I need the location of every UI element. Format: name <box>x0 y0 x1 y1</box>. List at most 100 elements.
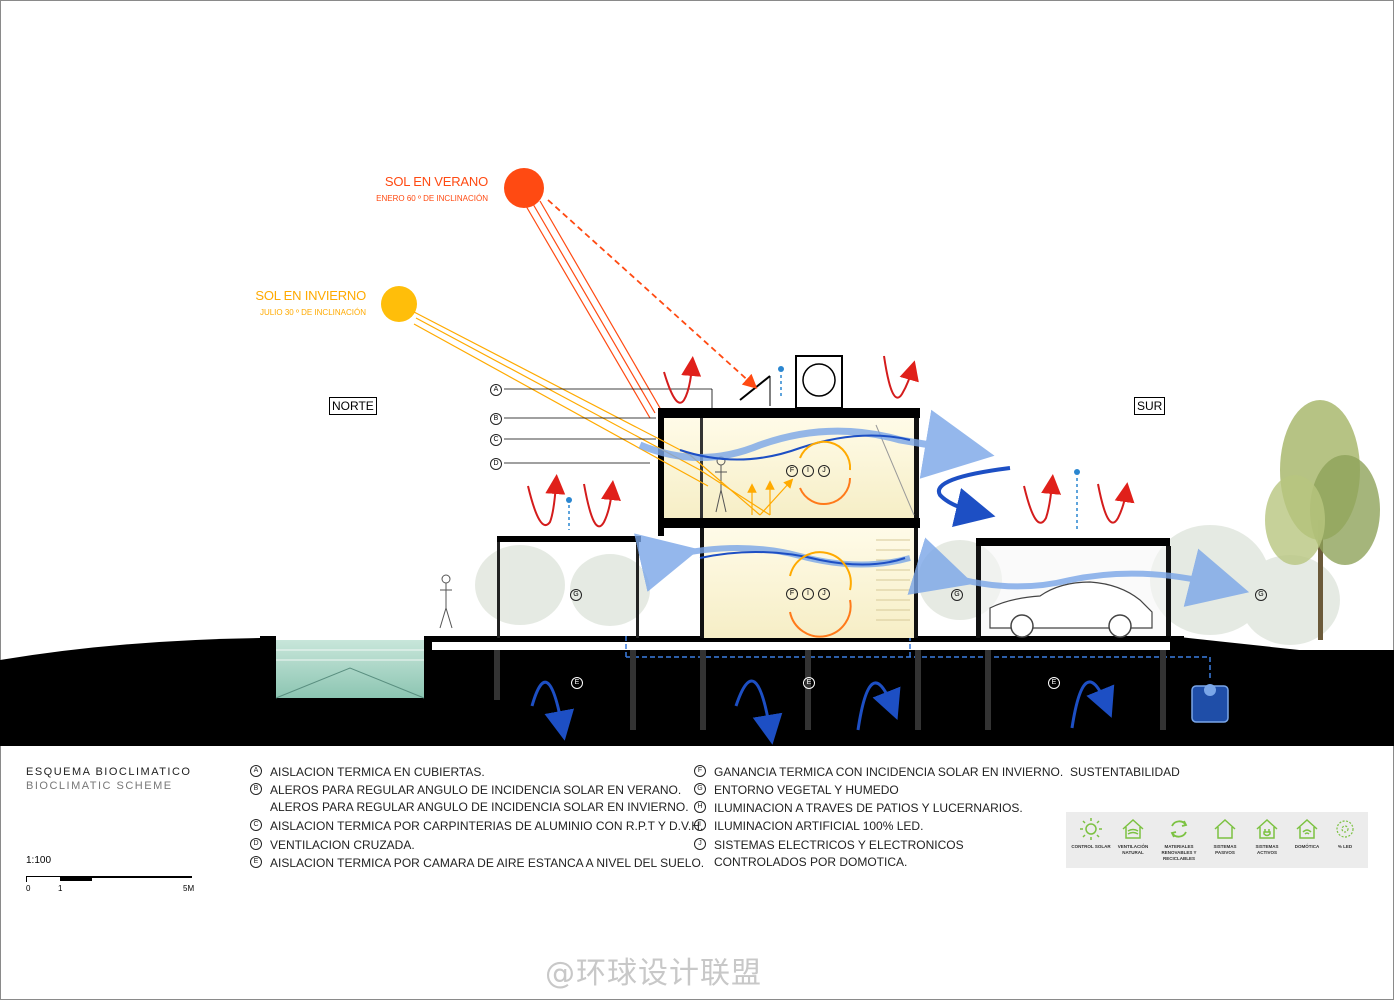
legend-item-h: H ILUMINACION A TRAVES DE PATIOS Y LUCER… <box>694 800 1023 817</box>
summer-sun-label: SOL EN VERANO ENERO 60 º DE INCLINACIÓN <box>360 174 488 203</box>
main-house-upper <box>658 355 920 536</box>
callout-leaders <box>504 388 713 464</box>
legend-letter: C <box>250 819 262 831</box>
sustainability-item: DOMÓTICA <box>1286 812 1328 850</box>
legend-letter: E <box>250 856 262 868</box>
legend-item-c: C AISLACION TERMICA POR CARPINTERIAS DE … <box>250 818 703 835</box>
winter-sun-title: SOL EN INVIERNO <box>255 288 366 303</box>
legend-item-b: B ALEROS PARA REGULAR ANGULO DE INCIDENC… <box>250 782 689 816</box>
legend-letter: J <box>694 838 706 850</box>
tree-right <box>1265 400 1380 640</box>
winter-sun-subtitle: JULIO 30 º DE INCLINACIÓN <box>259 308 366 317</box>
heat-arrows <box>527 355 1135 528</box>
callout-d: D <box>490 458 502 470</box>
callout-f-lower: F <box>786 588 798 600</box>
sustainability-title: SUSTENTABILIDAD <box>1070 765 1180 779</box>
summer-sun <box>504 168 544 208</box>
legend-letter: A <box>250 765 262 777</box>
sustainability-item: MATERIALES RENOVABLES Y RECICLABLES <box>1158 812 1200 862</box>
callout-g-center: G <box>951 589 963 601</box>
legend-item-f: F GANANCIA TERMICA CON INCIDENCIA SOLAR … <box>694 764 1063 781</box>
bioclimatic-section-drawing <box>0 168 1394 746</box>
sustainability-panel: CONTROL SOLAR VENTILACIÓN NATURAL MATERI… <box>1066 812 1368 868</box>
legend-item-e: E AISLACION TERMICA POR CAMARA DE AIRE E… <box>250 855 704 872</box>
sun-icon <box>1080 818 1102 840</box>
legend-subtitle: BIOCLIMATIC SCHEME <box>26 780 173 792</box>
legend-text: ALEROS PARA REGULAR ANGULO DE INCIDENCIA… <box>270 783 682 797</box>
callout-f-upper: F <box>786 465 798 477</box>
ground-mass <box>0 638 260 746</box>
led-icon <box>1336 820 1354 838</box>
house-wind-icon <box>1122 818 1144 839</box>
south-label: SUR <box>1134 397 1166 415</box>
summer-sun-rays <box>525 199 758 419</box>
scale-tick-0: 0 <box>26 884 31 893</box>
legend-text: AISLACION TERMICA POR CAMARA DE AIRE EST… <box>270 856 705 870</box>
foundation-piles <box>494 650 1166 730</box>
callout-e-2: E <box>803 677 815 689</box>
sustainability-item: SISTEMAS PASIVOS <box>1204 812 1246 856</box>
legend-letter: G <box>694 783 706 795</box>
legend-text: CONTROLADOS POR DOMOTICA. <box>714 855 908 869</box>
legend-text: GANANCIA TERMICA CON INCIDENCIA SOLAR EN… <box>714 765 1064 779</box>
legend-text: AISLACION TERMICA POR CARPINTERIAS DE AL… <box>270 819 704 833</box>
legend-letter: H <box>694 801 706 813</box>
scale-label: 1:100 <box>26 855 52 866</box>
legend-text: ENTORNO VEGETAL Y HUMEDO <box>714 783 899 797</box>
sustainability-item: SISTEMAS ACTIVOS <box>1246 812 1288 856</box>
sustainability-label: DOMÓTICA <box>1294 844 1320 849</box>
callout-i-upper: I <box>802 465 814 477</box>
legend-text: AISLACION TERMICA EN CUBIERTAS. <box>270 765 485 779</box>
winter-sun <box>381 286 417 322</box>
callout-j-lower: J <box>818 588 830 600</box>
recycle-icon <box>1170 820 1188 838</box>
house-wifi-icon <box>1296 818 1318 839</box>
main-house-lower <box>658 518 920 638</box>
house-plug-icon <box>1256 818 1278 839</box>
callout-c: C <box>490 434 502 446</box>
legend-letter: B <box>250 783 262 795</box>
callout-j-upper: J <box>818 465 830 477</box>
thermal-circulation <box>789 440 852 638</box>
legend-text: SISTEMAS ELECTRICOS Y ELECTRONICOS <box>714 838 964 852</box>
legend-title: ESQUEMA BIOCLIMATICO <box>26 766 192 778</box>
legend-letter: F <box>694 765 706 777</box>
house-icon <box>1214 818 1236 839</box>
legend-letter: I <box>694 819 706 831</box>
callout-g-left: G <box>570 589 582 601</box>
sustainability-label: SISTEMAS PASIVOS <box>1213 844 1237 855</box>
summer-sun-subtitle: ENERO 60 º DE INCLINACIÓN <box>376 194 488 203</box>
callout-g-right: G <box>1255 589 1267 601</box>
legend-text: VENTILACION CRUZADA. <box>270 838 415 852</box>
sustainability-label: VENTILACIÓN NATURAL <box>1117 844 1149 855</box>
legend-text: ILUMINACION ARTIFICIAL 100% LED. <box>714 819 924 833</box>
callout-e-3: E <box>1048 677 1060 689</box>
watermark: @环球设计联盟 <box>545 956 762 991</box>
legend-item-g: G ENTORNO VEGETAL Y HUMEDO <box>694 782 899 799</box>
winter-sun-rays <box>413 311 794 516</box>
callout-a: A <box>490 384 502 396</box>
legend-text: ALEROS PARA REGULAR ANGULO DE INCIDENCIA… <box>270 800 689 814</box>
legend-item-i: I ILUMINACION ARTIFICIAL 100% LED. <box>694 818 923 835</box>
winter-sun-label: SOL EN INVIERNO JULIO 30 º DE INCLINACIÓ… <box>236 288 366 317</box>
garage-pavilion <box>976 538 1171 642</box>
summer-sun-title: SOL EN VERANO <box>384 174 488 189</box>
legend-item-j: J SISTEMAS ELECTRICOS Y ELECTRONICOS CONT… <box>694 837 964 871</box>
sustainability-label: CONTROL SOLAR <box>1071 844 1111 849</box>
scale-tick-1: 1 <box>58 884 63 893</box>
scale-bar <box>26 876 192 884</box>
cross-ventilation <box>634 409 1250 607</box>
scale-tick-5m: 5M <box>183 884 195 893</box>
sustainability-item: % LED <box>1324 812 1366 850</box>
north-label: NORTE <box>329 397 377 415</box>
legend-text: ILUMINACION A TRAVES DE PATIOS Y LUCERNA… <box>714 801 1023 815</box>
sustainability-item: VENTILACIÓN NATURAL <box>1112 812 1154 856</box>
sustainability-label: MATERIALES RENOVABLES Y RECICLABLES <box>1161 844 1197 861</box>
legend-item-a: A AISLACION TERMICA EN CUBIERTAS. <box>250 764 485 781</box>
rain-lines <box>568 375 1078 530</box>
callout-i-lower: I <box>802 588 814 600</box>
legend-item-d: D VENTILACION CRUZADA. <box>250 837 415 854</box>
sustainability-label: % LED <box>1337 844 1353 849</box>
sustainability-label: SISTEMAS ACTIVOS <box>1255 844 1279 855</box>
underground-air-arrows <box>530 679 1115 745</box>
